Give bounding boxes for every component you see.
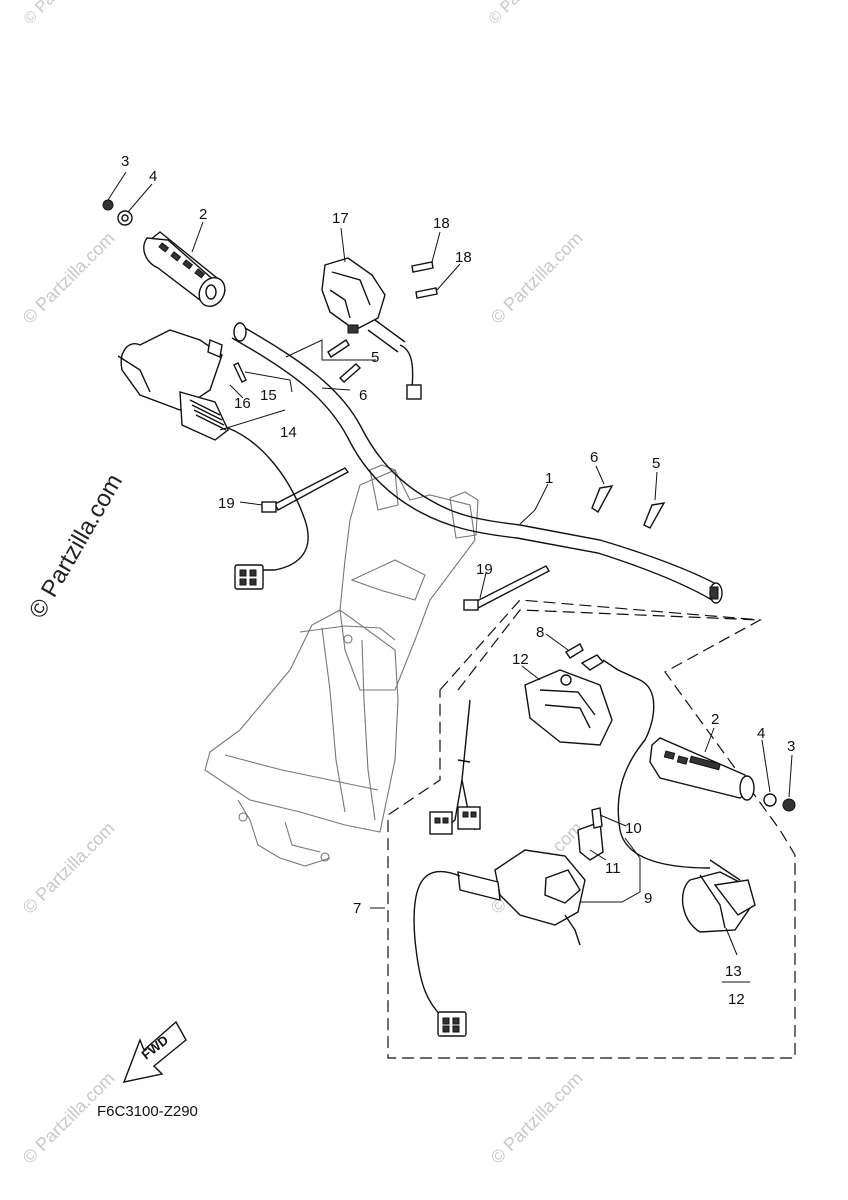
left-switch (117, 329, 309, 590)
callout-2: 2 (199, 206, 207, 223)
screw-6-right (591, 485, 614, 514)
right-end-screw (782, 798, 796, 812)
sensor-cover (681, 871, 756, 933)
callout-4: 4 (757, 725, 765, 742)
callout-14: 14 (280, 424, 297, 441)
watermark: © Partzilla.com (487, 1068, 587, 1168)
callout-9: 9 (644, 890, 652, 907)
watermark: © Partzilla.com (19, 228, 119, 328)
callout-1: 1 (545, 470, 553, 487)
screw-6-upper (338, 363, 362, 383)
callout-11: 11 (605, 860, 621, 877)
assembly-box-7 (387, 599, 796, 1059)
handlebar (231, 322, 723, 604)
screw-15 (233, 362, 247, 383)
callout-6: 6 (359, 387, 367, 404)
callout-12: 12 (512, 651, 529, 668)
right-washer (763, 793, 777, 807)
callout-17: 17 (332, 210, 349, 227)
callout-8: 8 (536, 624, 544, 641)
callout-15: 15 (260, 387, 277, 404)
callout-16: 16 (234, 395, 251, 412)
watermark: © Partzilla.com (19, 818, 119, 918)
callout-7: 7 (353, 900, 361, 917)
watermark: © Partzilla.com (486, 0, 574, 28)
callout-18: 18 (455, 249, 472, 266)
callout-2: 2 (711, 711, 719, 728)
cable-tie-left (261, 467, 350, 513)
right-switch-upper (321, 257, 438, 400)
middle-connector (429, 699, 481, 835)
throttle-housing (524, 654, 741, 881)
watermark: © Partzilla.com (21, 0, 109, 28)
left-washer-inner (121, 214, 129, 222)
callout-13: 13 (725, 963, 742, 980)
steering-column (204, 464, 479, 867)
leader-lines (107, 171, 793, 983)
watermarks: © Partzilla.com © Partzilla.com © Partzi… (19, 0, 587, 1168)
callout-12: 12 (728, 991, 745, 1008)
callout-5: 5 (371, 349, 379, 366)
screw-8 (565, 643, 584, 659)
cable-tie-right (463, 565, 550, 611)
right-grip (649, 737, 755, 801)
callout-5: 5 (652, 455, 660, 472)
assembly-box-inner (457, 609, 761, 691)
lower-switch (413, 849, 586, 1037)
callout-19: 19 (476, 561, 493, 578)
left-grip (143, 231, 226, 308)
callouts: 3 4 2 17 18 18 5 6 15 16 14 19 1 6 5 19 … (121, 153, 795, 1008)
left-end-screw (102, 199, 114, 211)
watermark: © Partzilla.com (487, 228, 587, 328)
callout-4: 4 (149, 168, 157, 185)
screw-10 (591, 807, 603, 829)
callout-3: 3 (121, 153, 129, 170)
fwd-arrow: FWD (122, 1020, 187, 1083)
callout-18: 18 (433, 215, 450, 232)
callout-3: 3 (787, 738, 795, 755)
diagram-code: F6C3100-Z290 (97, 1103, 198, 1120)
grip-pattern (158, 242, 206, 279)
callout-19: 19 (218, 495, 235, 512)
screw-5-upper (327, 339, 350, 358)
callout-6: 6 (590, 449, 598, 466)
callout-10: 10 (625, 820, 642, 837)
screw-5-right (643, 502, 666, 529)
watermark-main: © Partzilla.com (24, 469, 128, 623)
